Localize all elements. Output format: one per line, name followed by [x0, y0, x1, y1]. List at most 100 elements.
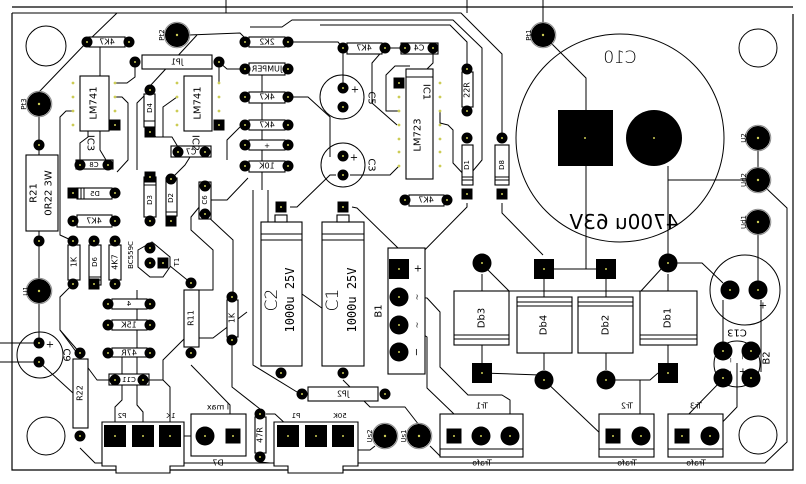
copper-trace [320, 24, 468, 64]
pad-center [681, 435, 683, 437]
c13-outline [709, 254, 781, 326]
imax-label: I max [207, 403, 230, 412]
pad-center [446, 199, 448, 201]
pad-center [722, 377, 724, 379]
pad-center [38, 361, 40, 363]
pad-center [541, 33, 545, 37]
d7-label: D7 [212, 459, 223, 468]
copper-trace [115, 96, 129, 173]
pad-center [38, 342, 40, 344]
copper-trace [288, 41, 344, 49]
pad-center [107, 164, 109, 166]
ic-pin [113, 81, 117, 85]
pad-center [287, 68, 289, 70]
ic-pin [71, 123, 75, 127]
terminal-pad-ring [163, 21, 191, 49]
pad-center [149, 324, 151, 326]
copper-trace [668, 262, 724, 284]
c1-value-label: 1000u 25V [345, 267, 359, 332]
pad-center [204, 151, 206, 153]
resistor-value: 47R [121, 349, 137, 358]
pad-center [398, 268, 400, 270]
pad-center [149, 352, 151, 354]
ic3-part-label: LM741 [89, 86, 100, 119]
t1-part-label: BC559C [127, 241, 135, 269]
terminal-pad-ring [371, 422, 399, 450]
copper-trace [640, 267, 663, 292]
pad-center [149, 303, 151, 305]
ic-pin [217, 95, 221, 99]
pad-center [481, 372, 483, 374]
ic-pin [438, 137, 442, 141]
pad-center [204, 213, 206, 215]
pad-center [72, 220, 74, 222]
c3-polarity: + [350, 153, 358, 164]
ic-pin [113, 109, 117, 113]
pt1-label: Pt1 [525, 29, 533, 40]
t1-ref-label: T1 [173, 258, 181, 268]
pad-center [384, 47, 386, 49]
copper-trace [606, 372, 659, 381]
p2-value-label: 1K [166, 412, 175, 420]
resistor-value: 4K7 [111, 254, 120, 269]
d8-body [494, 144, 510, 186]
copper-trace [162, 379, 171, 425]
pad-center [149, 89, 151, 91]
p1-ref-label: P1 [292, 412, 301, 420]
copper-trace [170, 156, 191, 180]
pad-center [72, 283, 74, 285]
pad-center [612, 435, 614, 437]
resistor-value: 4K7 [99, 38, 114, 47]
terminal-pad-ring [25, 277, 53, 305]
b2-pin-plus: + [739, 367, 747, 378]
pad-center [480, 435, 482, 437]
pad-center [114, 283, 116, 285]
resistor-value: 1K [228, 312, 237, 323]
copper-trace [252, 190, 298, 393]
resistor-mark: + [264, 142, 270, 150]
ic-pin [71, 81, 75, 85]
tr3-ref-label: Tr3 [690, 402, 703, 411]
pad-center [417, 434, 421, 438]
us1-label: Us1 [400, 429, 408, 442]
pad-center [170, 220, 172, 222]
copper-trace [290, 174, 336, 208]
resistor-value: 4K7 [418, 196, 433, 205]
copper-trace [162, 96, 178, 137]
us2-label: Us2 [366, 429, 374, 442]
d1-label: D1 [463, 160, 471, 170]
pad-center [342, 87, 344, 89]
terminal-pad-ring [744, 208, 772, 236]
pad-center [756, 220, 760, 224]
pad-center [342, 435, 344, 437]
pad-center [383, 434, 387, 438]
component-bodies [16, 33, 781, 474]
pad-center [114, 192, 116, 194]
d4-label: D4 [146, 103, 154, 113]
pad-center [107, 352, 109, 354]
pad-center [37, 289, 41, 293]
copper-trace [429, 445, 441, 457]
tr3-trafo-label: Trafo [686, 459, 707, 468]
db1-body [639, 290, 698, 346]
ic1-ref-label: IC1 [421, 84, 432, 100]
ic-pin [438, 95, 442, 99]
pad-center [72, 240, 74, 242]
pad-center [244, 41, 246, 43]
resistor-value: 10K [259, 162, 275, 171]
copper-trace [231, 340, 261, 410]
pad-center [114, 240, 116, 242]
resistor-value: 47R [256, 427, 265, 443]
copper-trace [190, 199, 214, 291]
r22-label: R22 [76, 385, 85, 401]
c10-outline [515, 33, 725, 243]
ud2-label: Ud2 [740, 173, 748, 187]
copper-trace [350, 165, 400, 176]
db3-body [453, 290, 510, 346]
r21-ref-label: R21 [29, 183, 40, 203]
jp2-body [307, 386, 379, 402]
terminal-pad-ring [744, 124, 772, 152]
copper-trace [143, 337, 186, 381]
resistor-value: 4 [126, 300, 131, 308]
pad-center [342, 372, 344, 374]
